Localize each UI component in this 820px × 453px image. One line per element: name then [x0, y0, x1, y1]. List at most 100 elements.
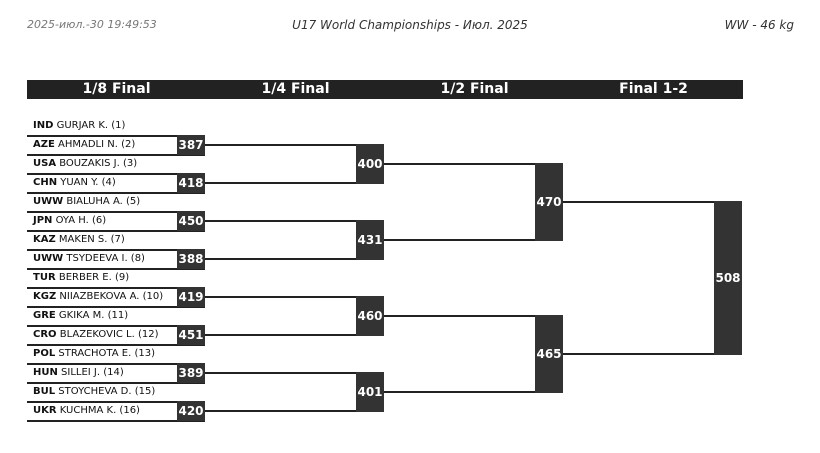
round-label-quarter: 1/4 Final	[261, 81, 330, 97]
competitor-name: STRACHOTA E. (13)	[55, 348, 155, 359]
competitor-label: BUL STOYCHEVA D. (15)	[33, 386, 155, 397]
country-code: POL	[33, 348, 56, 359]
competitor-row[interactable]: CRO BLAZEKOVIC L. (12)	[27, 327, 205, 346]
competitor-row[interactable]: IND GURJAR K. (1)	[27, 118, 205, 137]
competitor-name: KUCHMA K. (16)	[56, 405, 140, 416]
bout-number-quarterfinal[interactable]: 431	[356, 220, 384, 260]
bracket-connector	[384, 391, 535, 393]
competitor-row[interactable]: HUN SILLEI J. (14)	[27, 365, 205, 384]
competitor-name: BLAZEKOVIC L. (12)	[56, 329, 159, 340]
competitor-row[interactable]: KAZ MAKEN S. (7)	[27, 232, 205, 251]
bout-number-r16[interactable]: 418	[177, 173, 205, 193]
competitor-row[interactable]: UKR KUCHMA K. (16)	[27, 403, 205, 422]
timestamp: 2025-июл.-30 19:49:53	[27, 18, 157, 31]
competitor-name: BIALUHA A. (5)	[63, 196, 141, 207]
bracket-connector	[384, 239, 535, 241]
bracket-connector	[205, 220, 356, 222]
country-code: TUR	[33, 272, 56, 283]
competitor-label: KGZ NIIAZBEKOVA A. (10)	[33, 291, 163, 302]
competitor-name: YUAN Y. (4)	[57, 177, 116, 188]
competitor-label: IND GURJAR K. (1)	[33, 120, 125, 131]
country-code: JPN	[33, 215, 53, 226]
round-label-eighth: 1/8 Final	[82, 81, 151, 97]
country-code: IND	[33, 120, 54, 131]
country-code: KGZ	[33, 291, 57, 302]
competitor-label: JPN OYA H. (6)	[33, 215, 106, 226]
country-code: UKR	[33, 405, 57, 416]
competitor-row[interactable]: USA BOUZAKIS J. (3)	[27, 156, 205, 175]
competitor-label: UWW BIALUHA A. (5)	[33, 196, 140, 207]
bout-number-r16[interactable]: 387	[177, 135, 205, 155]
bracket-connector	[563, 353, 714, 355]
bracket-connector	[384, 163, 535, 165]
competitor-row[interactable]: POL STRACHOTA E. (13)	[27, 346, 205, 365]
bout-number-semifinal[interactable]: 465	[535, 315, 563, 393]
competitor-label: UWW TSYDEEVA I. (8)	[33, 253, 145, 264]
competitor-name: OYA H. (6)	[52, 215, 107, 226]
bracket-connector	[205, 144, 356, 146]
competitor-name: BOUZAKIS J. (3)	[56, 158, 138, 169]
competitor-name: SILLEI J. (14)	[57, 367, 124, 378]
competitor-name: GURJAR K. (1)	[53, 120, 126, 131]
competitor-label: CRO BLAZEKOVIC L. (12)	[33, 329, 159, 340]
competitor-row[interactable]: GRE GKIKA M. (11)	[27, 308, 205, 327]
competitor-name: GKIKA M. (11)	[55, 310, 129, 321]
bracket-connector	[205, 182, 356, 184]
country-code: AZE	[33, 139, 55, 150]
competitor-label: GRE GKIKA M. (11)	[33, 310, 128, 321]
country-code: HUN	[33, 367, 58, 378]
bracket-connector	[205, 372, 356, 374]
bout-number-r16[interactable]: 388	[177, 249, 205, 269]
bout-number-quarterfinal[interactable]: 460	[356, 296, 384, 336]
country-code: UWW	[33, 253, 64, 264]
rounds-header-bar: 1/8 Final 1/4 Final 1/2 Final Final 1-2	[27, 80, 743, 99]
bout-number-semifinal[interactable]: 470	[535, 163, 563, 241]
country-code: KAZ	[33, 234, 56, 245]
country-code: CHN	[33, 177, 58, 188]
competitor-label: UKR KUCHMA K. (16)	[33, 405, 140, 416]
competitor-row[interactable]: UWW TSYDEEVA I. (8)	[27, 251, 205, 270]
event-title: U17 World Championships - Июл. 2025	[292, 18, 528, 32]
country-code: UWW	[33, 196, 64, 207]
bout-number-r16[interactable]: 419	[177, 287, 205, 307]
bout-number-quarterfinal[interactable]: 400	[356, 144, 384, 184]
competitor-row[interactable]: BUL STOYCHEVA D. (15)	[27, 384, 205, 403]
competitor-name: STOYCHEVA D. (15)	[55, 386, 156, 397]
bracket-connector	[205, 296, 356, 298]
competitor-name: AHMADLI N. (2)	[54, 139, 136, 150]
country-code: CRO	[33, 329, 57, 340]
competitor-name: BERBER E. (9)	[55, 272, 130, 283]
competitor-row[interactable]: TUR BERBER E. (9)	[27, 270, 205, 289]
country-code: USA	[33, 158, 57, 169]
bout-number-final[interactable]: 508	[714, 201, 742, 355]
competitor-label: POL STRACHOTA E. (13)	[33, 348, 155, 359]
round-label-semi: 1/2 Final	[440, 81, 509, 97]
competitor-label: USA BOUZAKIS J. (3)	[33, 158, 137, 169]
bout-number-r16[interactable]: 450	[177, 211, 205, 231]
competitor-row[interactable]: UWW BIALUHA A. (5)	[27, 194, 205, 213]
competitor-label: CHN YUAN Y. (4)	[33, 177, 116, 188]
bracket-connector	[205, 410, 356, 412]
competitor-row[interactable]: JPN OYA H. (6)	[27, 213, 205, 232]
competitor-name: NIIAZBEKOVA A. (10)	[56, 291, 164, 302]
competitor-label: AZE AHMADLI N. (2)	[33, 139, 135, 150]
competitor-name: TSYDEEVA I. (8)	[63, 253, 145, 264]
weight-class: WW - 46 kg	[724, 18, 794, 32]
country-code: BUL	[33, 386, 56, 397]
competitor-name: MAKEN S. (7)	[55, 234, 125, 245]
country-code: GRE	[33, 310, 56, 321]
bout-number-r16[interactable]: 451	[177, 325, 205, 345]
competitor-label: HUN SILLEI J. (14)	[33, 367, 124, 378]
bout-number-r16[interactable]: 389	[177, 363, 205, 383]
bracket-connector	[205, 258, 356, 260]
round-label-final: Final 1-2	[619, 81, 688, 97]
competitor-label: KAZ MAKEN S. (7)	[33, 234, 125, 245]
bracket-connector	[384, 315, 535, 317]
competitor-row[interactable]: CHN YUAN Y. (4)	[27, 175, 205, 194]
bout-number-r16[interactable]: 420	[177, 401, 205, 421]
bracket-connector	[205, 334, 356, 336]
bout-number-quarterfinal[interactable]: 401	[356, 372, 384, 412]
competitor-row[interactable]: AZE AHMADLI N. (2)	[27, 137, 205, 156]
bracket-connector	[563, 201, 714, 203]
competitor-row[interactable]: KGZ NIIAZBEKOVA A. (10)	[27, 289, 205, 308]
